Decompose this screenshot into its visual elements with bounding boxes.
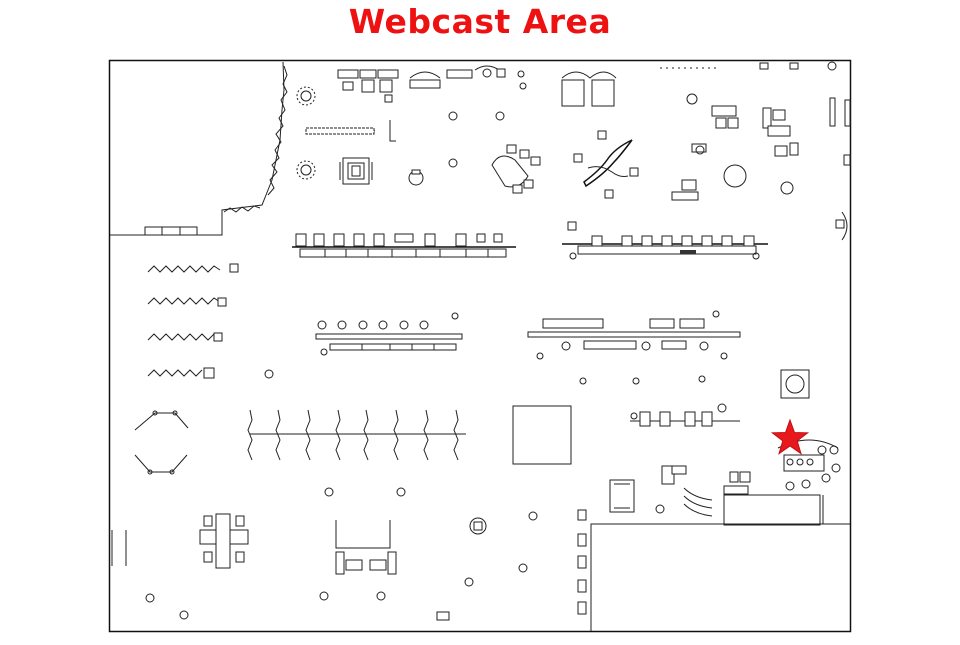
chair-cluster — [408, 111, 505, 186]
floor-boundary — [108, 59, 852, 633]
cubicle-block — [339, 157, 373, 185]
workstation-row-3 — [315, 312, 463, 356]
workstation-row-2 — [562, 221, 768, 260]
right-middle-furniture — [630, 369, 810, 427]
left-seating-rows — [147, 263, 274, 379]
bottom-left-furniture — [111, 487, 538, 621]
center-square-room — [512, 405, 572, 465]
top-left-room — [110, 61, 288, 236]
location-marker-star-icon — [770, 418, 810, 455]
top-right-furniture — [660, 61, 851, 241]
lower-right-room — [577, 495, 850, 631]
lounge-cluster — [491, 130, 639, 199]
workstation-row-4 — [527, 310, 741, 385]
diamond-desks — [134, 410, 189, 475]
top-furniture-row — [305, 65, 617, 142]
webcast-area — [609, 439, 841, 526]
workstation-row-1 — [292, 233, 516, 258]
zigzag-benches — [247, 409, 466, 461]
round-tables-top-left — [296, 86, 316, 180]
map-title: Webcast Area — [348, 2, 612, 41]
